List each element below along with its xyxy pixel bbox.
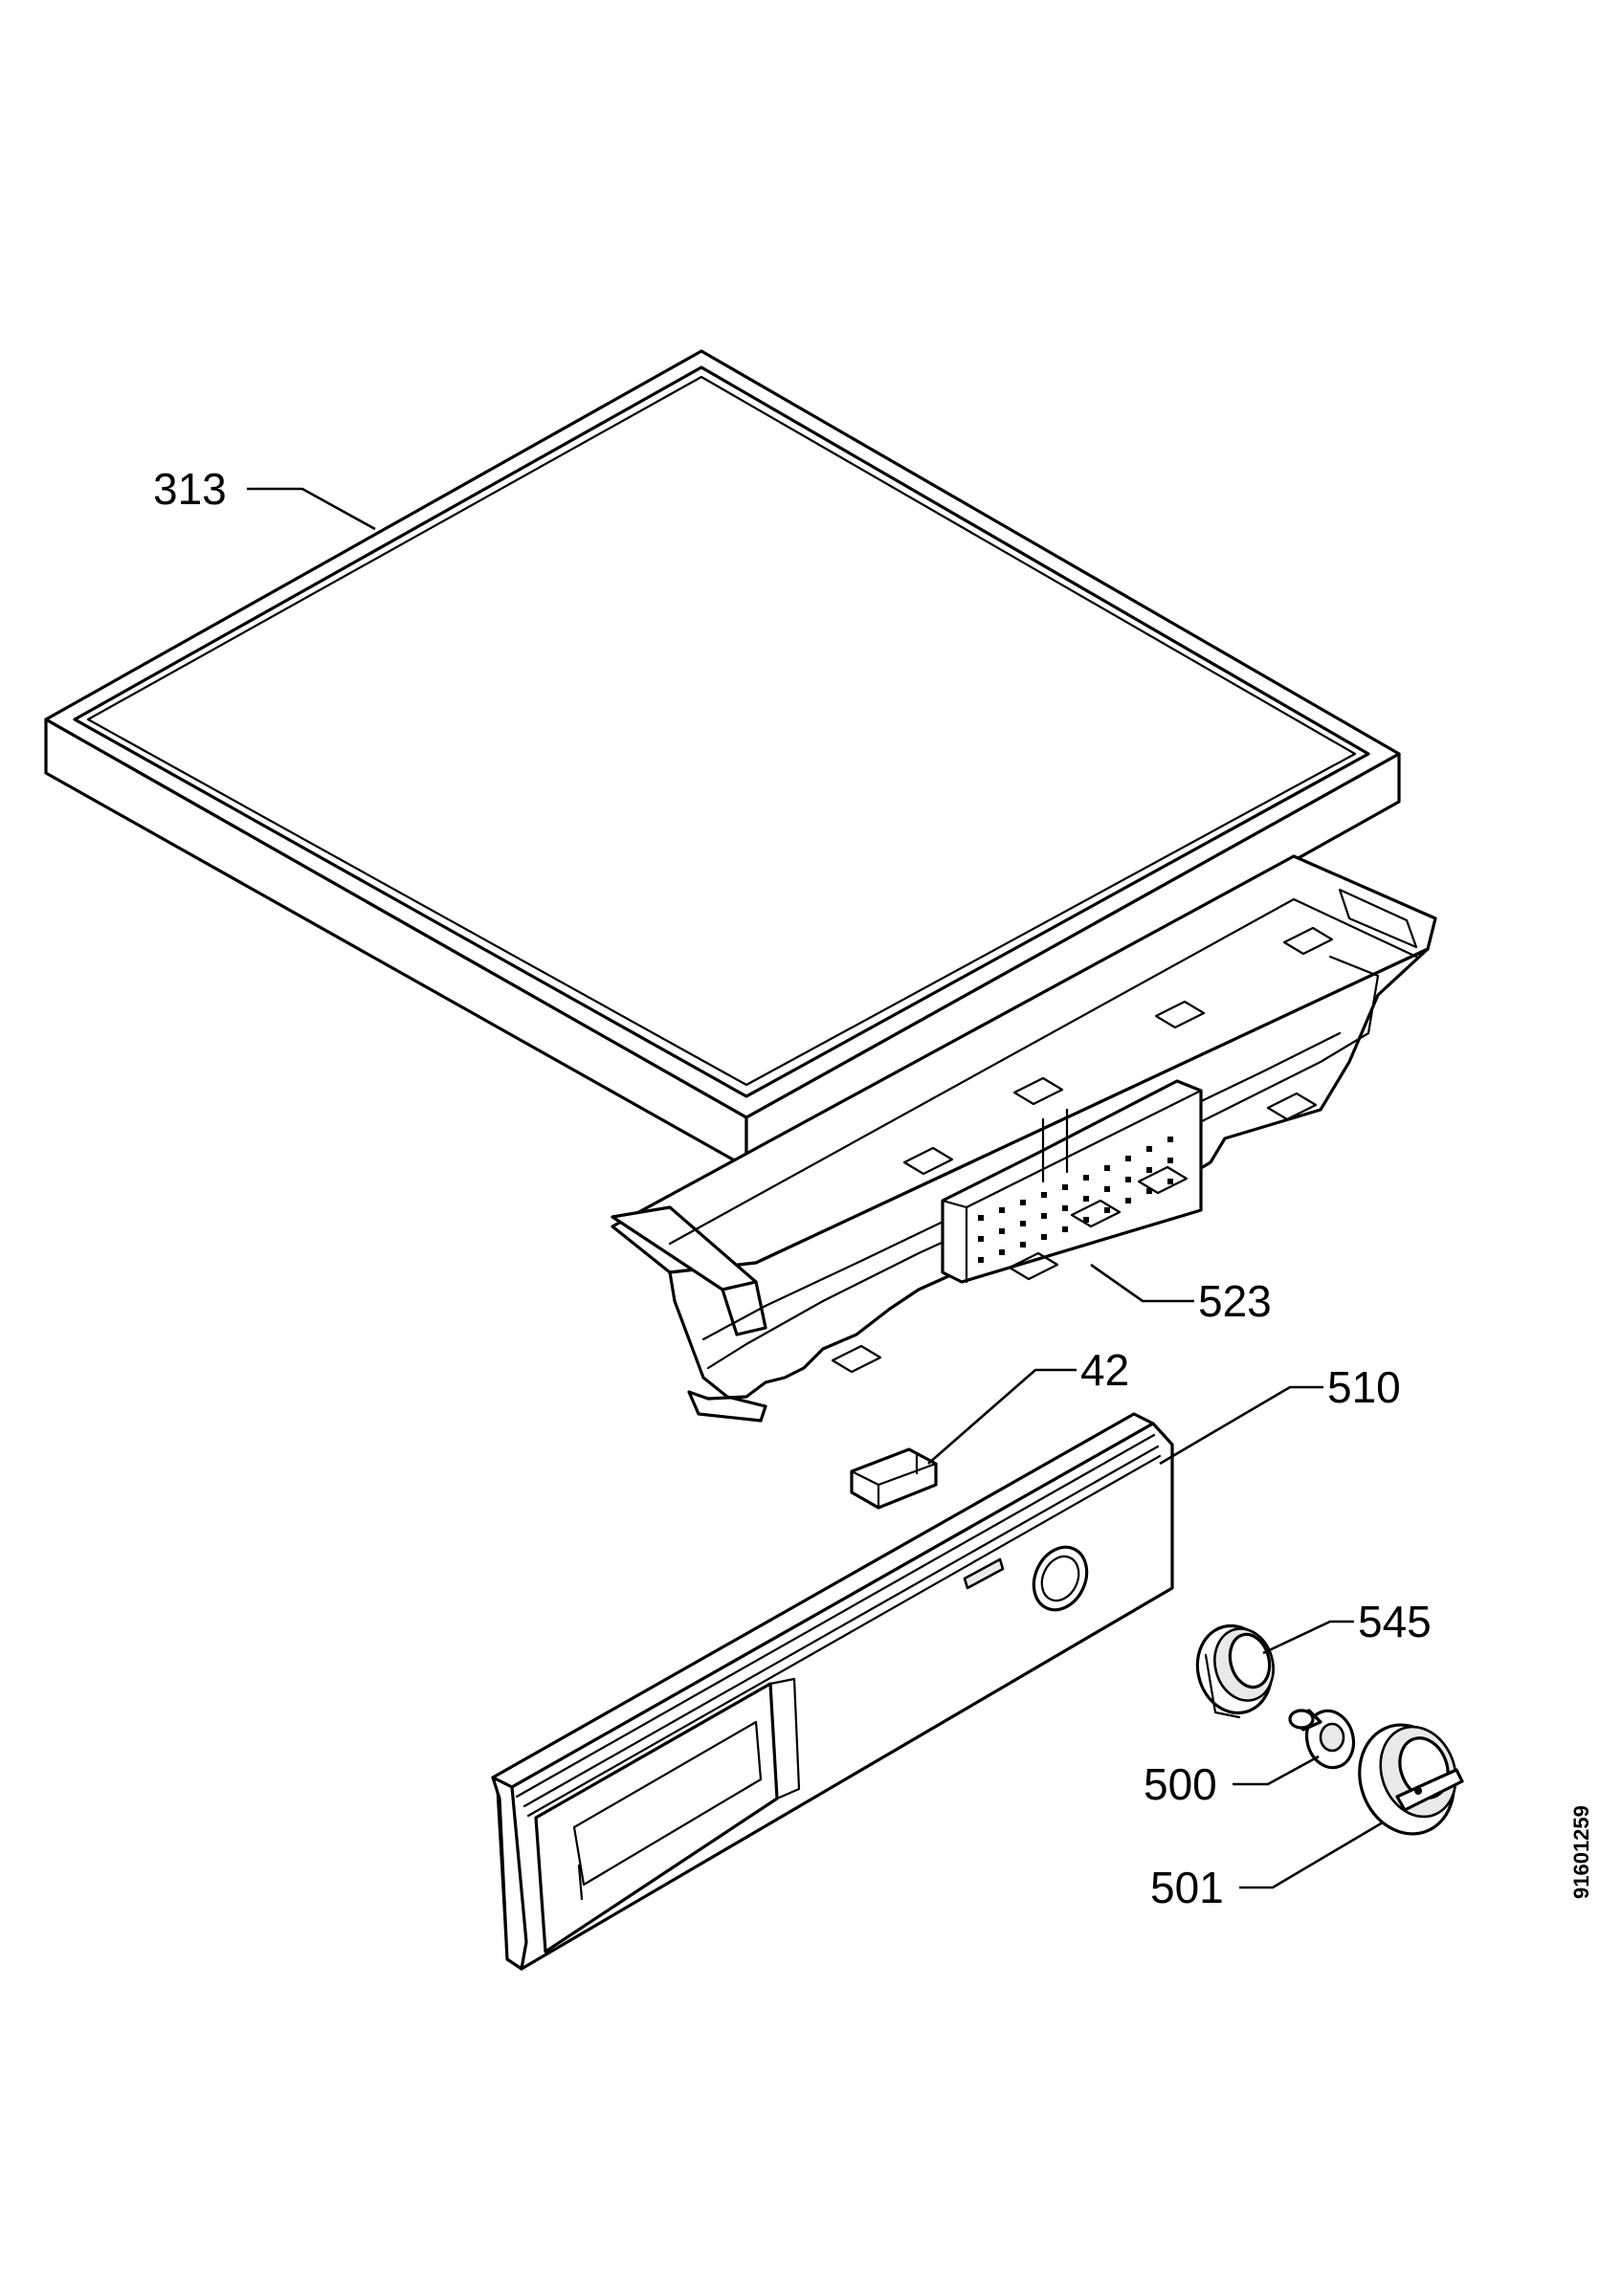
part-number-523: 523 — [1198, 1276, 1272, 1326]
knob-spindle-500 — [1288, 1709, 1356, 1770]
part-number-510: 510 — [1327, 1362, 1401, 1412]
part-number-545: 545 — [1358, 1597, 1432, 1646]
knob-501 — [1358, 1723, 1464, 1836]
control-panel-510 — [491, 1412, 1174, 1971]
part-number-313: 313 — [153, 464, 227, 514]
dispenser-vent-holes — [978, 1137, 1173, 1263]
part-number-501: 501 — [1150, 1863, 1224, 1912]
leader-lines — [247, 487, 1384, 1889]
knob-bezel-545 — [1195, 1623, 1275, 1719]
lid-313 — [44, 349, 1401, 1169]
part-number-42: 42 — [1080, 1345, 1129, 1395]
dispenser-slots — [831, 926, 1334, 1374]
drawing-number: 91601259 — [1569, 1805, 1593, 1899]
clip-42 — [850, 1447, 938, 1510]
dispenser-housing-523 — [611, 854, 1437, 1423]
part-number-500: 500 — [1144, 1759, 1217, 1809]
